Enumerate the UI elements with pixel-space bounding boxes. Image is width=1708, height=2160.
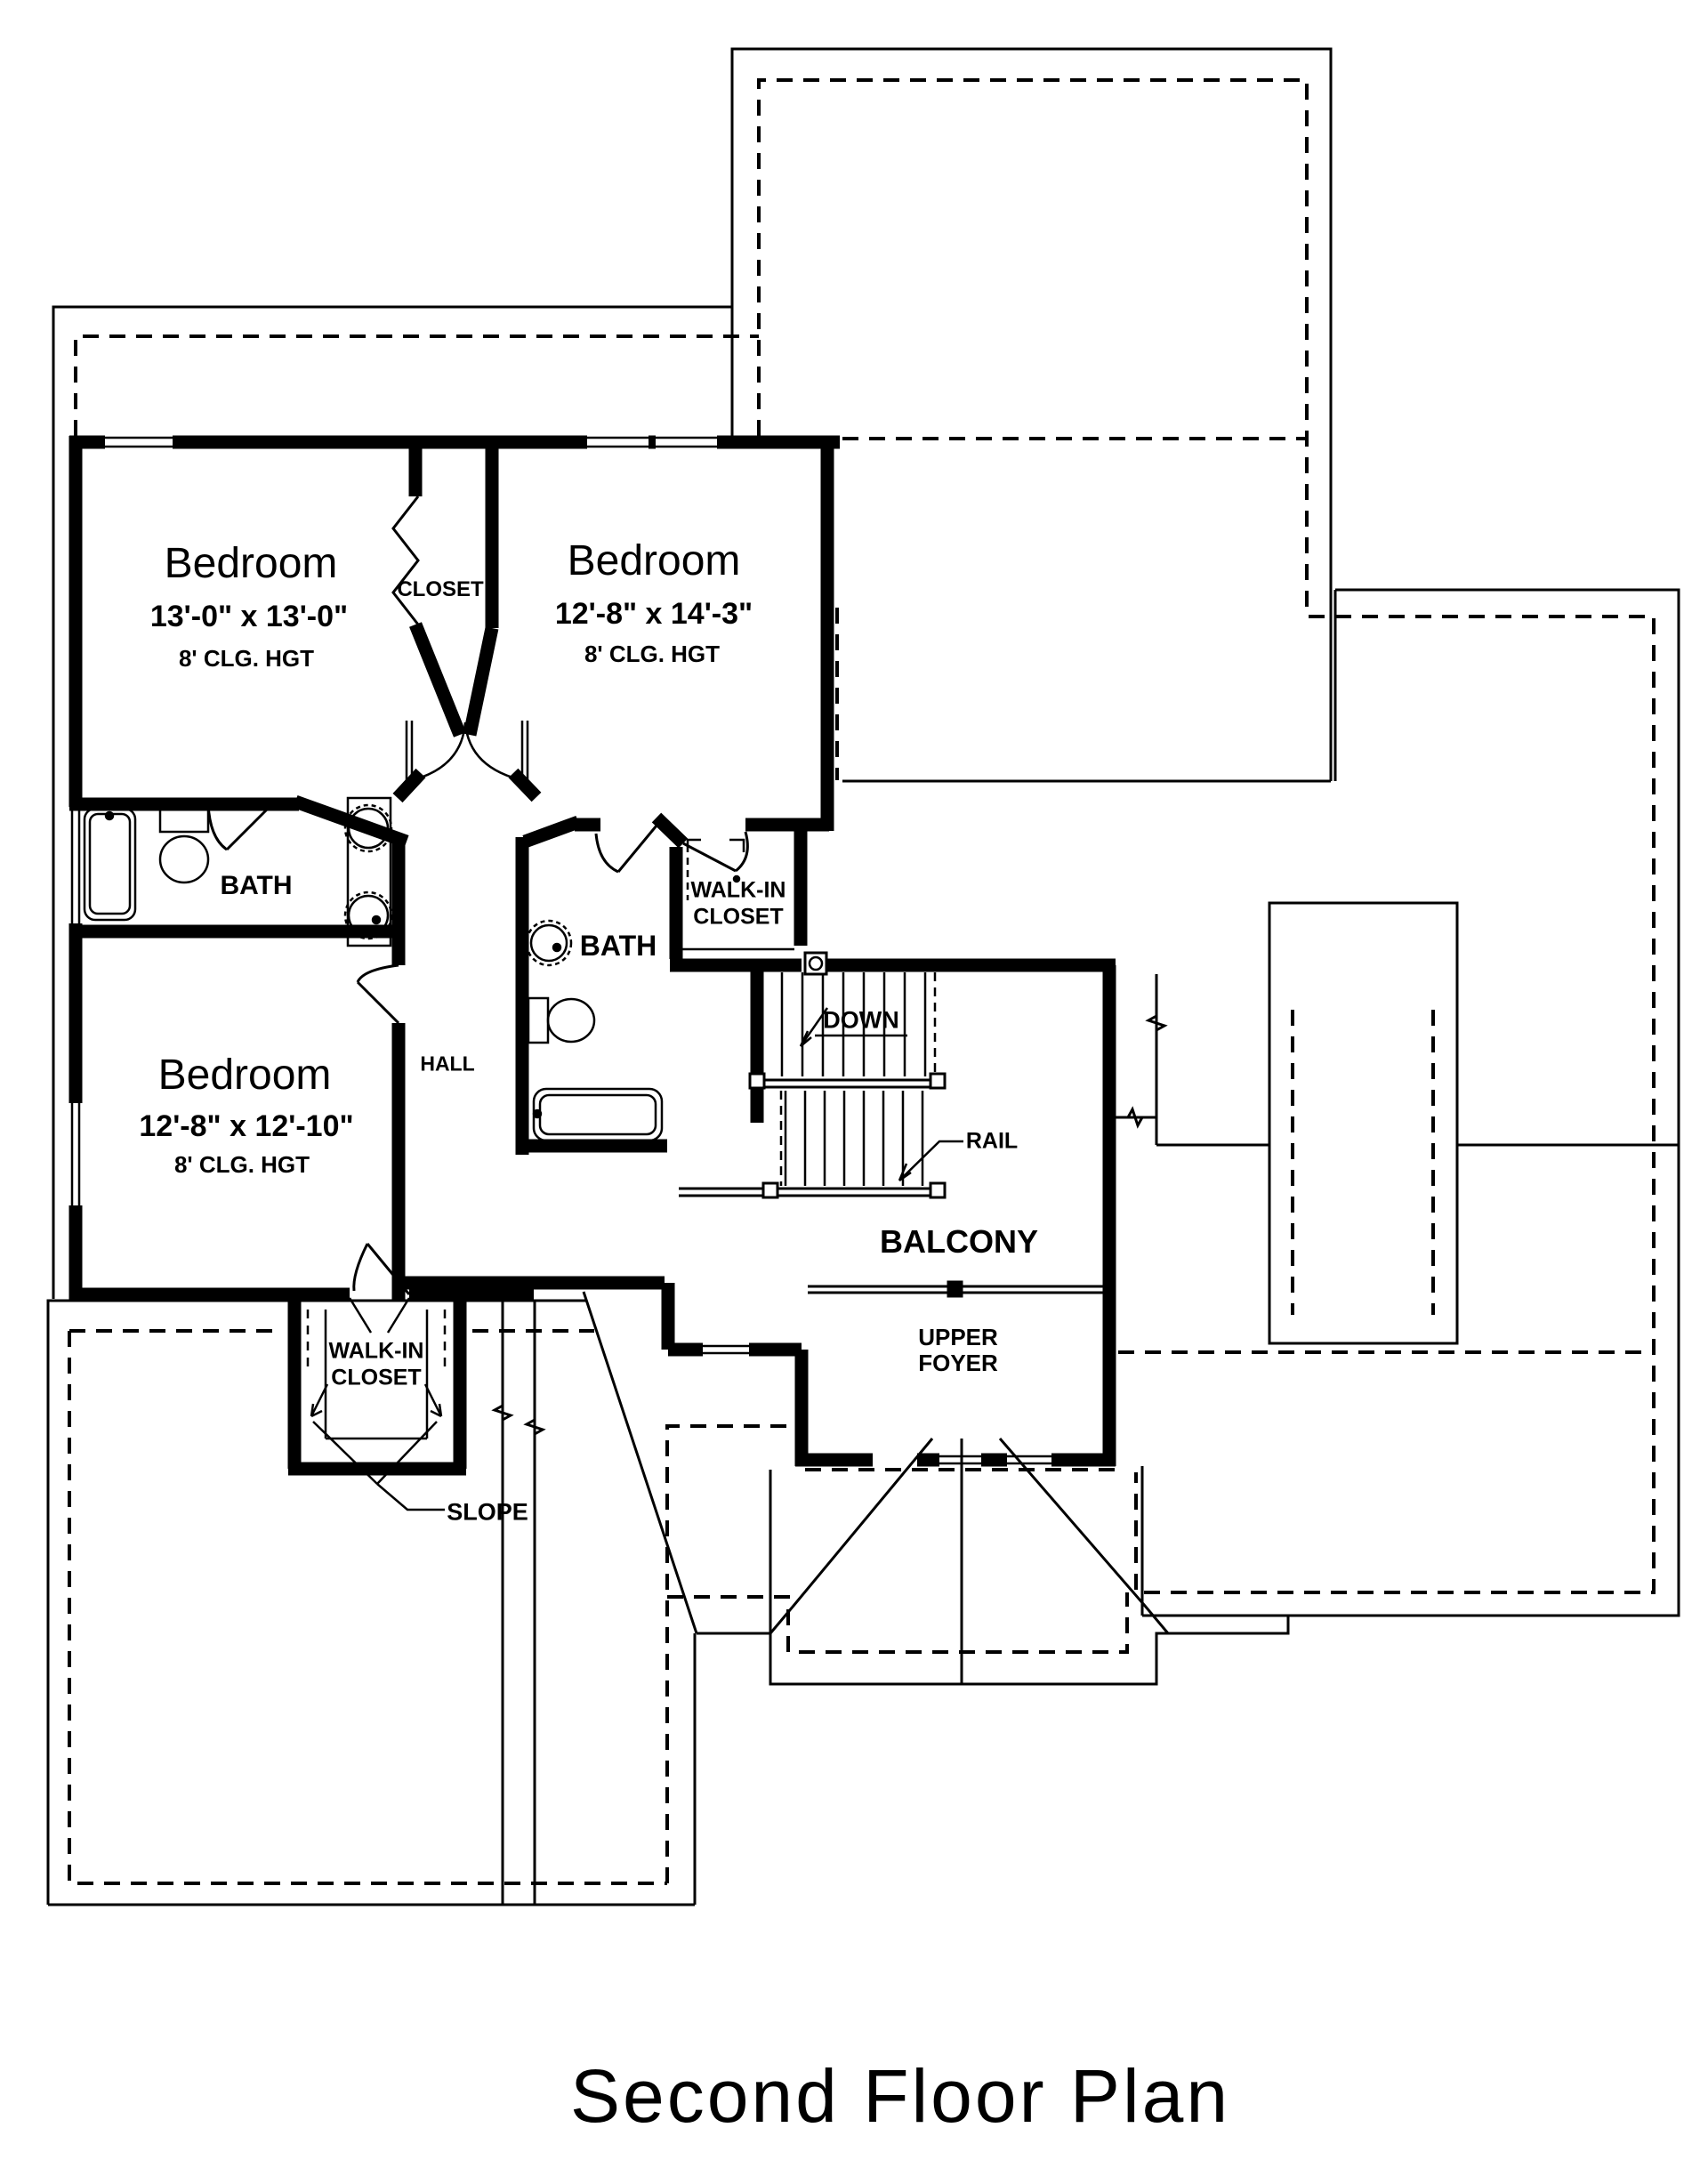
roof-eave-solid-lines xyxy=(46,47,1680,1906)
sink-icon xyxy=(525,919,573,967)
bedroom2-name: Bedroom xyxy=(567,537,741,584)
walls xyxy=(68,435,1116,1476)
balcony-label: BALCONY xyxy=(880,1223,1038,1260)
upper-closet-shelf-marks xyxy=(681,838,794,951)
bedroom1-dims: 13'-0" x 13'-0" xyxy=(149,600,349,633)
bath-left-label: BATH xyxy=(220,871,293,900)
upper-foyer-line2: FOYER xyxy=(918,1350,998,1376)
toilet-icon xyxy=(527,996,596,1044)
rail-label: RAIL xyxy=(965,1128,1019,1154)
toilet-icon xyxy=(158,805,210,884)
bedroom3-dims: 12'-8" x 12'-10" xyxy=(139,1109,354,1143)
down-label: DOWN xyxy=(823,1006,899,1034)
double-vanity-icon xyxy=(343,796,393,947)
closet-label: CLOSET xyxy=(397,577,484,601)
bathtub-icon xyxy=(532,1087,664,1142)
walk-in-closet-upper-line1: WALK-IN xyxy=(690,877,786,903)
bathtub-icon xyxy=(83,807,137,922)
doors xyxy=(206,496,749,1295)
bath-left-fixtures xyxy=(83,796,393,947)
break-mark-symbols xyxy=(491,1005,1168,1445)
bedroom2-ceiling: 8' CLG. HGT xyxy=(584,641,721,667)
annotation-lines xyxy=(310,1007,963,1511)
walk-in-closet-upper-line2: CLOSET xyxy=(693,904,784,930)
roof-overhang-dashed-lines xyxy=(68,78,1656,1885)
windows xyxy=(70,436,1051,1465)
walk-in-closet-lower-line2: CLOSET xyxy=(331,1365,422,1390)
stairs xyxy=(679,951,947,1199)
bath-center-label: BATH xyxy=(579,930,657,962)
walk-in-closet-lower-line1: WALK-IN xyxy=(328,1338,424,1364)
bath-center-fixtures xyxy=(525,919,664,1142)
bedroom2-dims: 12'-8" x 14'-3" xyxy=(554,597,753,631)
bedroom3-name: Bedroom xyxy=(157,1052,332,1099)
slope-label: SLOPE xyxy=(447,1498,528,1526)
bedroom3-ceiling: 8' CLG. HGT xyxy=(173,1151,310,1178)
bedroom1-name: Bedroom xyxy=(164,540,338,587)
upper-foyer-line1: UPPER xyxy=(918,1324,998,1350)
closet-rod-shelf-lines xyxy=(306,1297,447,1440)
hall-label: HALL xyxy=(420,1052,475,1076)
balcony-rail xyxy=(808,1280,1104,1298)
bedroom1-ceiling: 8' CLG. HGT xyxy=(178,645,315,672)
drawing-title: Second Floor Plan xyxy=(569,2054,1231,2138)
